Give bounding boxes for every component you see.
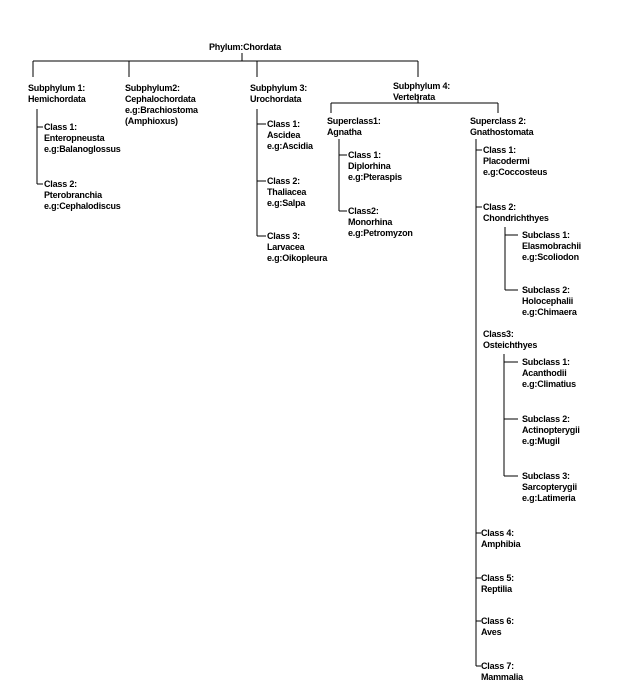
node-text-line: Class 7: <box>481 661 514 671</box>
node-gnathostomata-class-6: Class 6: Aves <box>481 616 514 638</box>
node-text-line: Subphylum 4: <box>393 81 451 91</box>
node-text-line: Vertebrata <box>393 92 436 102</box>
node-text-line: e.g:Latimeria <box>522 493 576 503</box>
node-hemichordata-class-2: Class 2: Pterobranchia e.g:Cephalodiscus <box>44 179 121 212</box>
node-agnatha-class-1: Class 1: Diplorhina e.g:Pteraspis <box>348 150 402 183</box>
node-text-line: Class 5: <box>481 573 514 583</box>
node-text-line: Ascidea <box>267 130 301 140</box>
node-osteichthyes-subclass-3: Subclass 3: Sarcopterygii e.g:Latimeria <box>522 471 577 504</box>
node-text-line: e.g:Mugil <box>522 436 560 446</box>
node-text-line: (Amphioxus) <box>125 116 178 126</box>
node-gnathostomata-class-4: Class 4: Amphibia <box>481 528 521 550</box>
node-text-line: e.g:Ascidia <box>267 141 313 151</box>
node-text-line: e.g:Coccosteus <box>483 167 548 177</box>
node-text-line: Subclass 2: <box>522 414 570 424</box>
node-osteichthyes-subclass-2: Subclass 2: Actinopterygii e.g:Mugil <box>522 414 580 447</box>
node-superclass-2: Superclass 2: Gnathostomata <box>470 116 534 138</box>
node-text-line: e.g:Cephalodiscus <box>44 201 121 211</box>
node-text-line: Class 1: <box>483 145 516 155</box>
node-text-line: Acanthodii <box>522 368 567 378</box>
node-text-line: Class 1: <box>267 119 300 129</box>
node-text-line: Superclass1: <box>327 116 381 126</box>
node-text-line: Class 6: <box>481 616 514 626</box>
node-text-line: Superclass 2: <box>470 116 526 126</box>
node-gnathostomata-class-3: Class3: Osteichthyes <box>483 329 537 351</box>
node-text-line: Pterobranchia <box>44 190 102 200</box>
node-subphylum-4: Subphylum 4: Vertebrata <box>393 81 450 103</box>
node-urochordata-class-3: Class 3: Larvacea e.g:Oikopleura <box>267 231 327 264</box>
node-text-line: Aves <box>481 627 502 637</box>
node-text-line: Sarcopterygii <box>522 482 577 492</box>
node-text-line: Class 3: <box>267 231 300 241</box>
node-text-line: Subclass 1: <box>522 357 570 367</box>
node-urochordata-class-1: Class 1: Ascidea e.g:Ascidia <box>267 119 313 152</box>
node-text-line: e.g:Brachiostoma <box>125 105 198 115</box>
node-text-line: e.g:Salpa <box>267 198 306 208</box>
node-urochordata-class-2: Class 2: Thaliacea e.g:Salpa <box>267 176 306 209</box>
node-text-line: Subphylum 1: <box>28 83 86 93</box>
node-text-line: e.g:Pteraspis <box>348 172 402 182</box>
node-text-line: Class 1: <box>348 150 381 160</box>
node-text-line: Phylum:Chordata <box>209 42 282 52</box>
node-text-line: Thaliacea <box>267 187 307 197</box>
node-text-line: Class 2: <box>267 176 300 186</box>
node-gnathostomata-class-5: Class 5: Reptilia <box>481 573 514 595</box>
node-gnathostomata-class-2: Class 2: Chondrichthyes <box>483 202 549 224</box>
node-text-line: Hemichordata <box>28 94 86 104</box>
node-text-line: e.g:Scoliodon <box>522 252 579 262</box>
node-superclass-1: Superclass1: Agnatha <box>327 116 381 138</box>
node-text-line: Placodermi <box>483 156 530 166</box>
node-text-line: Class 2: <box>483 202 516 212</box>
node-text-line: Holocephalii <box>522 296 574 306</box>
node-text-line: e.g:Petromyzon <box>348 228 413 238</box>
node-text-line: e.g:Climatius <box>522 379 576 389</box>
node-osteichthyes-subclass-1: Subclass 1: Acanthodii e.g:Climatius <box>522 357 576 390</box>
node-text-line: Actinopterygii <box>522 425 580 435</box>
node-chondrichthyes-subclass-2: Subclass 2: Holocephalii e.g:Chimaera <box>522 285 577 318</box>
node-subphylum-3: Subphylum 3: Urochordata <box>250 83 307 105</box>
node-text-line: Cephalochordata <box>125 94 196 104</box>
node-text-line: e.g:Chimaera <box>522 307 577 317</box>
node-gnathostomata-class-1: Class 1: Placodermi e.g:Coccosteus <box>483 145 547 178</box>
node-text-line: Class 2: <box>44 179 77 189</box>
node-text-line: Elasmobrachii <box>522 241 581 251</box>
node-text-line: Subphylum 3: <box>250 83 308 93</box>
node-text-line: Agnatha <box>327 127 362 137</box>
node-text-line: Mammalia <box>481 672 523 682</box>
node-chondrichthyes-subclass-1: Subclass 1: Elasmobrachii e.g:Scoliodon <box>522 230 581 263</box>
node-text-line: Subclass 3: <box>522 471 570 481</box>
node-text-line: Larvacea <box>267 242 305 252</box>
node-subphylum-1: Subphylum 1: Hemichordata <box>28 83 86 105</box>
node-text-line: e.g:Oikopleura <box>267 253 328 263</box>
node-phylum-chordata: Phylum:Chordata <box>209 42 281 53</box>
node-text-line: Diplorhina <box>348 161 391 171</box>
node-text-line: Subclass 2: <box>522 285 570 295</box>
node-text-line: Urochordata <box>250 94 302 104</box>
node-gnathostomata-class-7: Class 7: Mammalia <box>481 661 523 683</box>
node-agnatha-class-2: Class2: Monorhina e.g:Petromyzon <box>348 206 413 239</box>
node-text-line: Enteropneusta <box>44 133 105 143</box>
node-text-line: Osteichthyes <box>483 340 538 350</box>
node-hemichordata-class-1: Class 1: Enteropneusta e.g:Balanoglossus <box>44 122 121 155</box>
node-text-line: Subclass 1: <box>522 230 570 240</box>
node-text-line: Amphibia <box>481 539 521 549</box>
node-text-line: Class2: <box>348 206 379 216</box>
node-text-line: e.g:Balanoglossus <box>44 144 121 154</box>
node-subphylum-2: Subphylum2: Cephalochordata e.g:Brachios… <box>125 83 198 127</box>
node-text-line: Chondrichthyes <box>483 213 549 223</box>
node-text-line: Class3: <box>483 329 514 339</box>
node-text-line: Class 1: <box>44 122 77 132</box>
node-text-line: Class 4: <box>481 528 514 538</box>
node-text-line: Subphylum2: <box>125 83 180 93</box>
node-text-line: Reptilia <box>481 584 512 594</box>
node-text-line: Gnathostomata <box>470 127 534 137</box>
node-text-line: Monorhina <box>348 217 393 227</box>
